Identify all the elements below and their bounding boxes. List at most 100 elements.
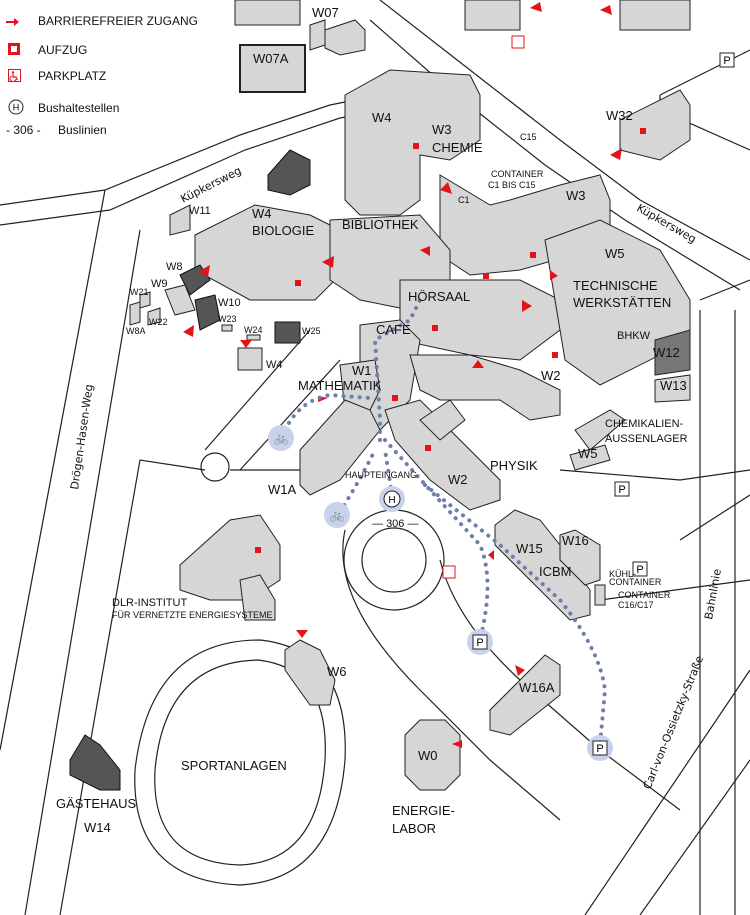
building-w22[interactable] — [147, 307, 161, 326]
elevator-icon — [413, 143, 419, 149]
building-w07b[interactable] — [324, 19, 366, 56]
building-w23[interactable] — [221, 324, 233, 332]
label-w24: W24 — [244, 325, 263, 335]
label-bhkw: BHKW — [617, 330, 651, 342]
building-w8a[interactable] — [129, 301, 141, 326]
parking-icon[interactable] — [614, 481, 630, 497]
label-w16: W16 — [562, 533, 589, 548]
label-w4: W4 — [372, 110, 392, 125]
building-w14[interactable] — [69, 734, 121, 791]
label-physik: PHYSIK — [490, 458, 538, 473]
building-w07-top[interactable] — [234, 0, 301, 26]
building-w6[interactable] — [284, 639, 336, 706]
building-w5-lager[interactable] — [574, 409, 626, 451]
building-top-2[interactable] — [619, 0, 691, 31]
arrow-icon — [420, 246, 430, 256]
wheelchair-parking-icon — [8, 69, 21, 83]
label-w0: W0 — [418, 748, 438, 763]
building-w07a[interactable] — [239, 44, 306, 93]
arrow-icon — [530, 2, 542, 12]
label-dlr-2: FÜR VERNETZTE ENERGIESYSTEME — [112, 610, 273, 620]
building-w2[interactable] — [409, 354, 561, 421]
building-w2-physik[interactable] — [384, 399, 501, 511]
label-biologie: BIOLOGIE — [252, 223, 314, 238]
street-kuepkersweg-west: Küpkersweg — [178, 164, 243, 206]
legend-label: AUFZUG — [38, 43, 88, 57]
building-w4-small[interactable] — [237, 347, 263, 371]
bus-stop-icon: H — [8, 99, 24, 115]
bike-icon[interactable] — [324, 502, 350, 528]
arrow-icon — [440, 182, 452, 194]
label-gaestehaus: GÄSTEHAUS — [56, 796, 137, 811]
wheelchair-parking-icon — [511, 35, 525, 49]
building-top-1[interactable] — [464, 0, 521, 31]
building-w15-icbm[interactable] — [494, 509, 591, 621]
points-of-interest[interactable]: 🚲 🚲 H P P P P P — [268, 52, 735, 761]
label-container: CONTAINER — [491, 169, 544, 179]
building-w25[interactable] — [274, 321, 301, 344]
label-w3: W3 — [432, 122, 452, 137]
elevator-icon — [483, 273, 489, 279]
buildings[interactable] — [69, 0, 691, 791]
label-c1: C1 — [458, 195, 470, 205]
building-w24[interactable] — [246, 334, 261, 341]
building-w16[interactable] — [559, 529, 601, 586]
label-mathematik: MATHEMATIK — [298, 378, 382, 393]
label-w12: W12 — [653, 345, 680, 360]
arrow-icon — [488, 550, 494, 560]
wheelchair-parking-icon — [442, 565, 456, 579]
labels: W07 W07A W32 W4 W3 CHEMIE C15 CONTAINER … — [56, 5, 688, 836]
label-icbm: ICBM — [539, 564, 572, 579]
label-bibliothek: BIBLIOTHEK — [342, 217, 419, 232]
elevator-icon — [255, 547, 261, 553]
street-carl-von-ossietzky: Carl-von-Ossietzky-Straße — [641, 654, 707, 791]
label-w21: W21 — [130, 287, 149, 297]
building-dark-1[interactable] — [267, 149, 311, 196]
label-chemikalien: CHEMIKALIEN- — [605, 418, 684, 430]
svg-text:P: P — [476, 637, 483, 649]
label-w8: W8 — [166, 261, 183, 273]
building-w32[interactable] — [619, 89, 691, 161]
label-kuehl: KÜHL- — [609, 569, 636, 579]
svg-text:H: H — [13, 103, 20, 113]
label-energie: ENERGIE- — [392, 803, 455, 818]
parking-icon[interactable] — [719, 52, 735, 68]
label-w10: W10 — [218, 297, 241, 309]
bike-icon[interactable] — [268, 425, 294, 451]
parking-icon[interactable] — [632, 561, 648, 577]
arrow-icon — [472, 360, 484, 368]
building-w1a[interactable] — [299, 399, 381, 496]
legend-label: BARRIEREFREIER ZUGANG — [38, 14, 199, 28]
bus-line-label: — 306 — — [372, 518, 418, 530]
building-w11[interactable] — [169, 204, 191, 236]
building-w4-w3-north[interactable] — [344, 69, 481, 216]
building-physik-annex[interactable] — [419, 399, 466, 441]
label-hoersaal: HÖRSAAL — [408, 289, 470, 304]
svg-text:🚲: 🚲 — [330, 508, 345, 522]
building-w13[interactable] — [654, 374, 691, 403]
arrow-icon — [183, 325, 194, 337]
label-technische: TECHNISCHE — [573, 278, 658, 293]
svg-text:P: P — [723, 55, 730, 67]
building-dlr-annex[interactable] — [239, 574, 276, 621]
building-w10[interactable] — [194, 294, 221, 331]
arrow-icon — [452, 740, 462, 748]
building-w07[interactable] — [309, 19, 326, 51]
label-kuehl-container: CONTAINER — [609, 577, 662, 587]
building-w16a[interactable] — [489, 654, 561, 736]
building-w9[interactable] — [164, 284, 196, 316]
legend-label: Buslinien — [58, 123, 107, 137]
label-w2-physik: W2 — [448, 472, 468, 487]
label-w8a: W8A — [126, 326, 146, 336]
svg-text:P: P — [636, 564, 643, 576]
label-w5-south: W5 — [578, 446, 598, 461]
label-werkstaetten: WERKSTÄTTEN — [573, 295, 671, 310]
building-w0[interactable] — [404, 719, 461, 791]
label-sportanlagen: SPORTANLAGEN — [181, 758, 287, 773]
building-w12[interactable] — [654, 329, 691, 376]
building-container[interactable] — [594, 584, 606, 606]
building-w5-south[interactable] — [569, 444, 611, 471]
label-w11: W11 — [189, 205, 211, 217]
